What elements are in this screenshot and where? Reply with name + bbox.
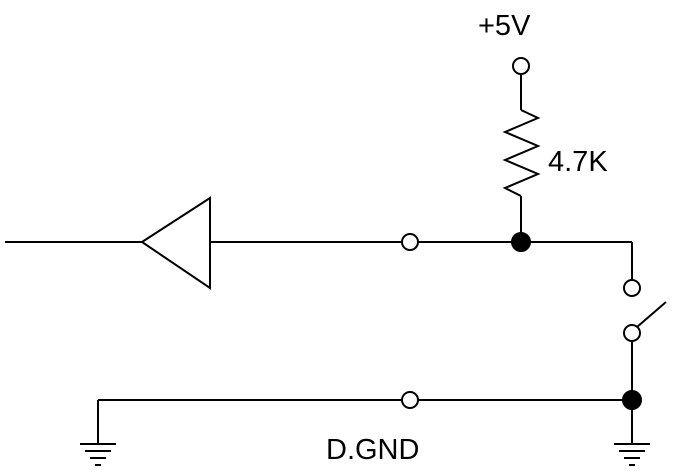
ground-connector [401, 391, 419, 409]
supply-label: +5V [478, 10, 531, 42]
switch-lever [636, 301, 667, 328]
switch-contact-top [623, 279, 641, 297]
pullup-resistor [502, 109, 541, 197]
signal-connector [401, 233, 419, 251]
resistor-label: 4.7K [548, 146, 608, 178]
supply-terminal [512, 57, 530, 75]
ground-label: D.GND [326, 434, 420, 466]
left-ground-icon [80, 443, 116, 466]
buffer-gate [140, 196, 211, 290]
right-ground-icon [614, 443, 650, 466]
